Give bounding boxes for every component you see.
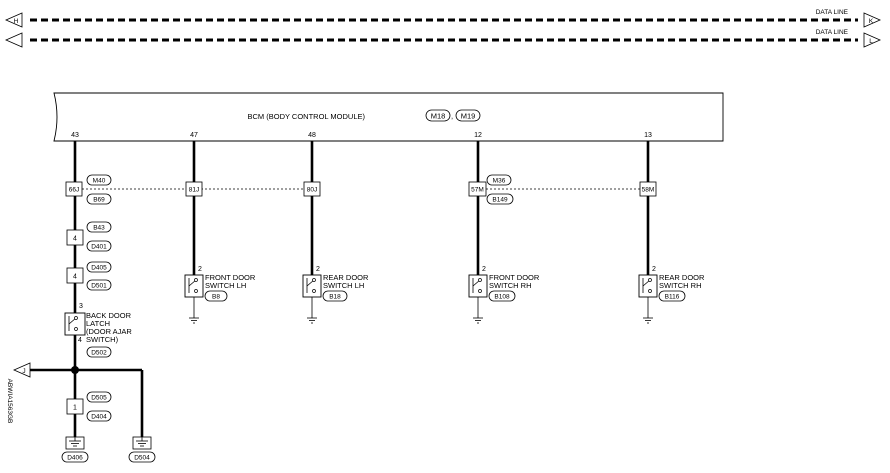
ground-d504: D504 xyxy=(128,436,156,463)
rear-door-switch-rh: 2 REAR DOOR SWITCH RH B116 xyxy=(638,266,705,324)
pin-number: 3 xyxy=(79,303,83,310)
connector-id: D404 xyxy=(91,414,107,421)
bcm-connector-b: M19 xyxy=(461,112,476,121)
terminal-label: 4 xyxy=(73,274,77,281)
joint-connector-2: 4 D405 D501 xyxy=(66,261,112,291)
connector-id: D405 xyxy=(91,265,107,272)
switch-label: SWITCH RH xyxy=(489,281,532,290)
bcm-pin: 12 xyxy=(474,132,482,139)
connector-id: D505 xyxy=(91,395,107,402)
joint-connector-1: 4 B43 D401 xyxy=(66,221,112,252)
figure-code: ABWIA1563GB xyxy=(6,379,13,424)
connector-id: M40 xyxy=(93,178,106,185)
bcm-connector-oval xyxy=(455,109,481,122)
arrow-l-icon xyxy=(863,32,881,48)
terminal-label: 80J xyxy=(307,187,317,194)
connector-id: B8 xyxy=(212,294,220,301)
latch-label: LATCH xyxy=(86,319,110,328)
connector-id: D401 xyxy=(91,244,107,251)
arrow-k-label: K xyxy=(869,18,874,25)
terminal-label: 81J xyxy=(189,187,199,194)
harness-connector-1: 66J 81J 80J M40 B69 xyxy=(65,174,321,205)
latch-label: BACK DOOR xyxy=(86,311,132,320)
connector-id: B116 xyxy=(665,294,680,301)
arrow-k-icon xyxy=(863,12,881,28)
connector-id: D501 xyxy=(91,283,107,290)
arrow-j-label: J xyxy=(22,368,25,375)
bcm-module: BCM (BODY CONTROL MODULE) M18 , M19 xyxy=(53,92,724,142)
joint-connector-3: 1 D505 D404 xyxy=(66,391,112,422)
arrow-h-label: H xyxy=(14,18,19,25)
switch-label: REAR DOOR xyxy=(323,273,369,282)
terminal-label: 66J xyxy=(69,187,79,194)
bcm-pin: 48 xyxy=(308,132,316,139)
switch-label: SWITCH LH xyxy=(323,281,364,290)
data-line-label-top: DATA LINE xyxy=(816,9,849,16)
latch-label: (DOOR AJAR xyxy=(86,327,132,336)
bcm-connector-a: M18 xyxy=(431,112,446,121)
ground-id: D504 xyxy=(134,455,150,462)
latch-label: SWITCH) xyxy=(86,335,119,344)
connector-id: D502 xyxy=(91,350,107,357)
switch-label: FRONT DOOR xyxy=(205,273,256,282)
bcm-pin: 43 xyxy=(71,132,79,139)
front-door-switch-lh: 2 FRONT DOOR SWITCH LH B8 xyxy=(184,266,256,324)
bcm-connector-oval xyxy=(425,109,451,122)
back-door-latch: 3 4 BACK DOOR LATCH (DOOR AJAR SWITCH) D… xyxy=(64,303,132,358)
connector-id: B69 xyxy=(93,197,105,204)
rear-door-switch-lh: 2 REAR DOOR SWITCH LH B18 xyxy=(302,266,369,324)
switch-label: SWITCH LH xyxy=(205,281,246,290)
terminal-label: 58M xyxy=(642,187,655,194)
switch-label: FRONT DOOR xyxy=(489,273,540,282)
pin-number: 2 xyxy=(198,266,202,273)
connector-id: B43 xyxy=(93,225,105,232)
arrow-left-bottom-icon xyxy=(5,32,23,48)
switch-label: REAR DOOR xyxy=(659,273,705,282)
front-door-switch-rh: 2 FRONT DOOR SWITCH RH B108 xyxy=(468,266,540,324)
bcm-pin: 47 xyxy=(190,132,198,139)
terminal-label: 57M xyxy=(471,187,484,194)
connector-id: B108 xyxy=(494,294,510,301)
bcm-connector-sep: , xyxy=(451,112,453,121)
arrow-l-label: L xyxy=(869,38,873,45)
connector-id: M36 xyxy=(493,178,506,185)
pin-number: 2 xyxy=(316,266,320,273)
pin-number: 2 xyxy=(652,266,656,273)
switch-label: SWITCH RH xyxy=(659,281,702,290)
bcm-pin: 13 xyxy=(644,132,652,139)
terminal-label: 4 xyxy=(73,236,77,243)
arrow-h-icon xyxy=(5,12,23,28)
connector-id: B18 xyxy=(329,294,341,301)
data-line-label-bottom: DATA LINE xyxy=(816,29,849,36)
connector-id: B149 xyxy=(492,197,508,204)
splice-dot xyxy=(71,366,79,374)
data-line-top: H K DATA LINE xyxy=(5,9,881,28)
pin-number: 4 xyxy=(78,337,82,344)
bcm-title: BCM (BODY CONTROL MODULE) xyxy=(247,112,365,121)
arrow-j-icon xyxy=(13,362,31,378)
harness-connector-2: 57M 58M M36 B149 xyxy=(468,174,657,205)
pin-number: 2 xyxy=(482,266,486,273)
ground-d406: D406 xyxy=(61,436,89,463)
terminal-label: 1 xyxy=(73,405,77,412)
data-line-bottom: L DATA LINE xyxy=(5,29,881,48)
ground-id: D406 xyxy=(67,455,83,462)
